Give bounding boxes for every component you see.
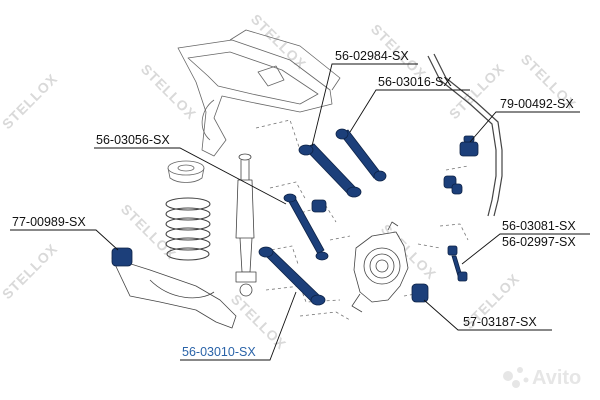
- part-labels: 56-02984-SX 56-03016-SX 79-00492-SX 56-0…: [12, 49, 576, 359]
- stabilizer-bar-outline: [433, 53, 503, 217]
- leader-56-02984: [311, 63, 418, 147]
- stabilizer-bar: [427, 55, 497, 217]
- spring-seat-side: [167, 167, 205, 183]
- line-drawing: [111, 29, 503, 329]
- subframe-rail: [229, 29, 341, 91]
- part-drop-link[interactable]: [447, 245, 468, 282]
- part-upper-link[interactable]: [298, 143, 362, 198]
- part-stabilizer-bushing[interactable]: [459, 135, 479, 157]
- label-77-00989: 77-00989-SX: [12, 215, 86, 229]
- leader-57-03187: [423, 299, 552, 331]
- avito-watermark: Avito: [503, 367, 581, 389]
- label-57-03187: 57-03187-SX: [463, 315, 537, 329]
- highlighted-parts: [111, 128, 479, 306]
- part-knuckle-bushing[interactable]: [411, 283, 429, 303]
- spring-seat-top: [167, 160, 205, 176]
- subframe-arm: [201, 99, 215, 141]
- watermark-1: STELLOX: [0, 70, 61, 132]
- avito-logo-icon: [503, 371, 513, 381]
- label-79-00492: 79-00492-SX: [500, 97, 574, 111]
- part-toe-link[interactable]: [283, 193, 329, 261]
- leader-77-00989: [10, 229, 119, 251]
- leader-79-00492: [469, 111, 580, 143]
- wheel-hub: [351, 221, 409, 313]
- watermark-9: STELLOX: [446, 60, 508, 122]
- label-56-03081: 56-03081-SX: [502, 219, 576, 233]
- watermark-5: STELLOX: [248, 11, 310, 73]
- leader-lines: [10, 63, 590, 361]
- leader-56-03081: [461, 233, 590, 265]
- leader-56-03010: [180, 291, 297, 361]
- watermark-layer: STELLOX STELLOX STELLOX STELLOX STELLOX …: [0, 11, 580, 353]
- leader-56-03056: [94, 147, 287, 205]
- subframe-detail: [257, 65, 285, 87]
- part-tension-link[interactable]: [258, 246, 326, 306]
- leader-56-03016: [349, 89, 470, 133]
- watermark-3: STELLOX: [138, 61, 200, 123]
- part-camber-link[interactable]: [335, 128, 387, 182]
- lower-spring-link-pad: [149, 279, 215, 299]
- coil-spring: [165, 197, 211, 261]
- label-56-03056: 56-03056-SX: [96, 133, 170, 147]
- subframe: [177, 39, 333, 157]
- part-stabilizer-mount[interactable]: [443, 175, 463, 195]
- label-56-02997: 56-02997-SX: [502, 235, 576, 249]
- avito-label: Avito: [532, 367, 581, 389]
- subframe-inner: [187, 51, 319, 105]
- label-56-03016: 56-03016-SX: [378, 75, 452, 89]
- label-56-02984: 56-02984-SX: [335, 49, 409, 63]
- label-56-03010: 56-03010-SX: [182, 345, 256, 359]
- lower-spring-link: [111, 257, 237, 329]
- watermark-6: STELLOX: [228, 291, 290, 353]
- spring-seat-inner: [177, 164, 195, 172]
- part-lower-bushing[interactable]: [111, 247, 133, 267]
- shock-absorber: [235, 153, 257, 297]
- watermark-2: STELLOX: [0, 240, 61, 302]
